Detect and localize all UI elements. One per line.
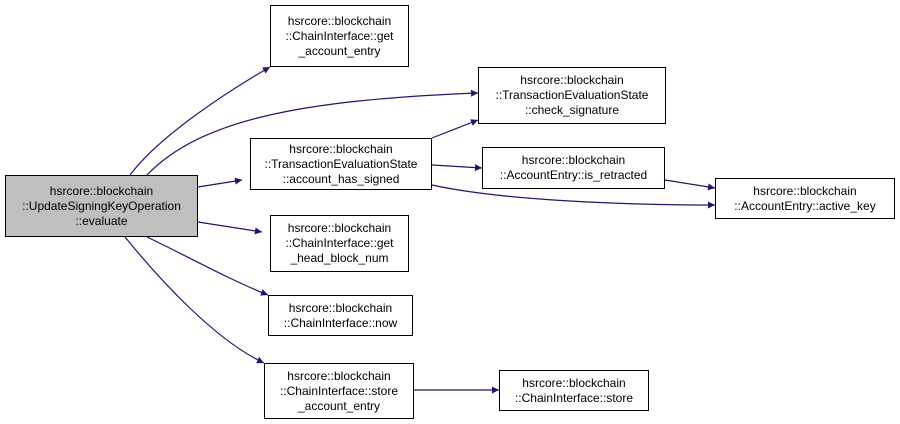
edge-evaluate-to-check_signature (146, 89, 479, 176)
node-now[interactable]: hsrcore::blockchain::ChainInterface::now (268, 295, 413, 336)
edge-is_retracted-to-active_key (664, 179, 716, 191)
node-label-line: ::ChainInterface::store (514, 391, 634, 405)
node-label-line: ::ChainInterface::get (285, 29, 394, 43)
edge-evaluate-to-account_has_signed (197, 177, 243, 188)
node-label-line: ::TransactionEvaluationState (495, 88, 649, 102)
edge-evaluate-to-get_head_block_num (197, 221, 263, 235)
edge-evaluate-to-get_account_entry (129, 66, 271, 176)
node-is-retracted[interactable]: hsrcore::blockchain::AccountEntry::is_re… (482, 147, 665, 189)
node-label-line: hsrcore::blockchain (287, 369, 391, 383)
node-check-signature[interactable]: hsrcore::blockchain::TransactionEvaluati… (478, 67, 666, 124)
node-active-key[interactable]: hsrcore::blockchain::AccountEntry::activ… (715, 178, 895, 219)
node-label-line: ::ChainInterface::store (279, 384, 399, 398)
node-label-line: hsrcore::blockchain (289, 142, 393, 156)
node-label-line: _head_block_num (290, 251, 389, 265)
node-label-line: ::AccountEntry::is_retracted (499, 168, 648, 182)
node-get-account-entry[interactable]: hsrcore::blockchain::ChainInterface::get… (270, 5, 409, 67)
node-label-line: hsrcore::blockchain (287, 14, 392, 28)
node-label-line: ::ChainInterface::now (283, 316, 398, 330)
node-label-line: hsrcore::blockchain (288, 301, 393, 315)
node-account-has-signed[interactable]: hsrcore::blockchain::TransactionEvaluati… (250, 138, 432, 190)
node-label-line: hsrcore::blockchain (49, 184, 154, 198)
edge-account_has_signed-to-active_key (431, 184, 716, 209)
node-label-line: ::account_has_signed (282, 172, 400, 186)
node-label-line: ::evaluate (75, 214, 128, 228)
node-label-line: ::ChainInterface::get (285, 236, 394, 250)
node-label-line: hsrcore::blockchain (753, 184, 857, 198)
node-label-line: hsrcore::blockchain (520, 73, 624, 87)
node-get-head-block-num[interactable]: hsrcore::blockchain::ChainInterface::get… (270, 215, 409, 272)
node-label-line: hsrcore::blockchain (521, 153, 626, 167)
node-label-line: ::UpdateSigningKeyOperation (22, 199, 181, 213)
node-label-line: hsrcore::blockchain (522, 376, 626, 390)
node-label-line: _account_entry (297, 399, 381, 413)
node-label-line: _account_entry (298, 44, 381, 58)
node-label-line: ::AccountEntry::active_key (734, 199, 876, 213)
edge-account_has_signed-to-check_signature (431, 119, 479, 139)
node-label-line: ::check_signature (524, 103, 620, 117)
edge-evaluate-to-store_account_entry (124, 236, 265, 364)
node-label-line: hsrcore::blockchain (287, 221, 392, 235)
edge-evaluate-to-now (146, 236, 269, 296)
edge-account_has_signed-to-is_retracted (431, 164, 483, 172)
node-evaluate[interactable]: hsrcore::blockchain::UpdateSigningKeyOpe… (5, 175, 198, 237)
node-store[interactable]: hsrcore::blockchain::ChainInterface::sto… (499, 370, 649, 411)
node-store-account-entry[interactable]: hsrcore::blockchain::ChainInterface::sto… (264, 363, 414, 419)
node-label-line: ::TransactionEvaluationState (264, 157, 418, 171)
